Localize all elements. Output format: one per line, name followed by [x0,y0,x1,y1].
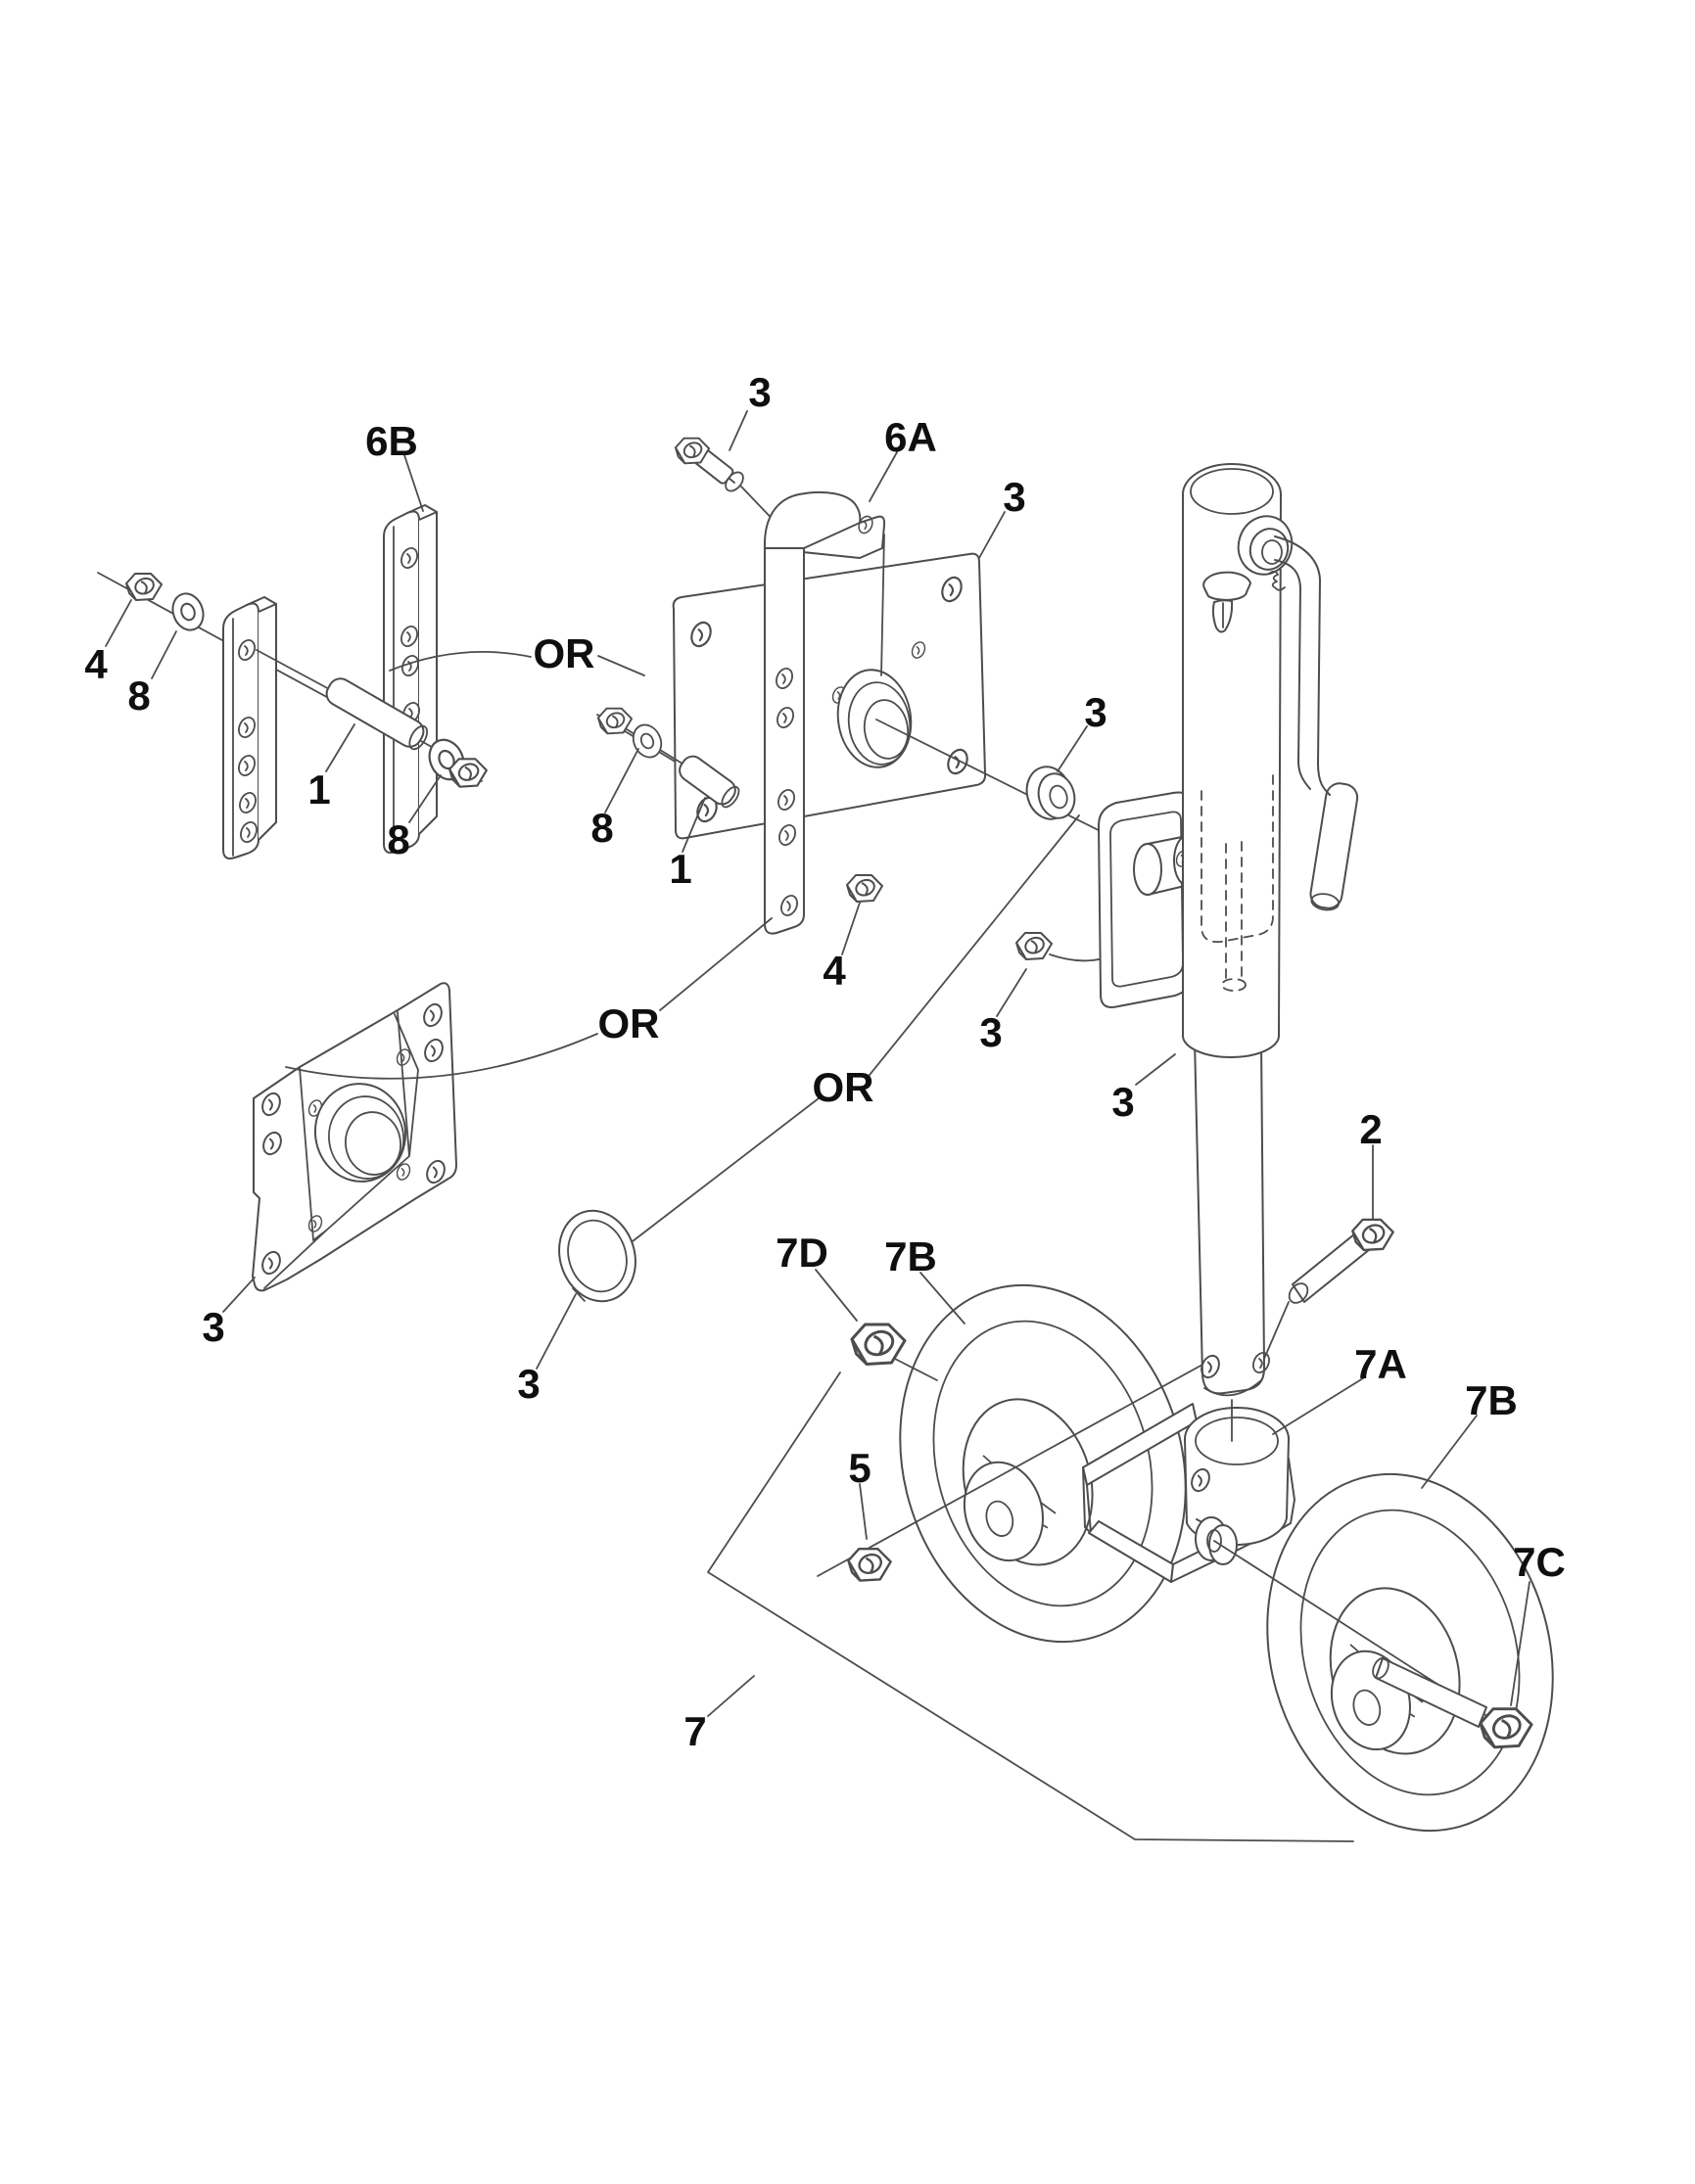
callout-7B-right: 7B [1465,1377,1518,1423]
assembly-boundary-7 [707,1371,1354,1842]
nut-5 [847,1547,892,1582]
jack-inner-tube [1194,1039,1274,1397]
callout-8-left: 8 [127,673,150,719]
jack-outer-tube [1182,463,1282,1058]
callout-7A: 7A [1354,1341,1407,1387]
callout-3-bolt-top: 3 [748,369,771,415]
callout-3-swivel: 3 [202,1304,224,1350]
bracket-strap-6a [763,490,886,935]
wheel-right-7b [1266,1472,1554,1833]
bolt-2 [1288,1218,1394,1304]
nut-7d [850,1323,907,1366]
crank-bearing-collar [1237,515,1294,576]
bolt-3-top [674,437,744,492]
callout-or-top: OR [534,630,595,676]
callout-8-mid: 8 [590,805,613,851]
nut-3-jack [1015,932,1053,960]
bolt-head-8-left [448,758,488,788]
o-ring [558,1209,636,1303]
callout-4-mid: 4 [823,948,846,994]
callout-8-left2: 8 [387,816,409,862]
callout-3-plate-mid: 3 [1003,474,1025,520]
callout-labels: 3 6A 3 6B 4 8 1 8 OR 8 1 4 3 3 3 2 OR OR… [84,369,1566,1754]
channel-bracket-left [222,596,277,860]
callout-1-mid: 1 [669,846,691,892]
axle-bolt-7c [1372,1656,1533,1749]
crank-handle [1274,535,1359,911]
callout-or-left: OR [598,1000,660,1046]
pull-pin [1202,571,1251,633]
callout-3-nut: 3 [979,1009,1002,1055]
callout-3-oring: 3 [517,1361,540,1407]
mount-plate-middle [672,552,987,840]
callout-3-washer: 3 [1084,689,1106,735]
callout-5: 5 [848,1445,871,1491]
callout-7B-left: 7B [884,1233,937,1279]
callout-4-left: 4 [84,641,108,687]
callout-7D: 7D [776,1230,828,1276]
washer-8-left [166,588,210,635]
bolt-8-middle [596,707,686,767]
wheel-clamp-7a [1082,1399,1295,1583]
callout-2: 2 [1359,1106,1382,1152]
pin-spring [1268,570,1286,591]
swivel-plate [252,982,457,1292]
channel-bracket-6b [383,504,438,854]
pin-1-middle [679,755,740,809]
nut-4-middle [846,874,883,903]
callout-1-left: 1 [307,767,330,813]
callout-7: 7 [683,1708,706,1754]
callout-7C: 7C [1513,1539,1566,1585]
callout-6A: 6A [884,414,937,460]
callout-6B: 6B [365,418,418,464]
washer-3-jack [1025,766,1076,820]
leader-lines [105,410,1530,1717]
wheel-left-7b [899,1283,1187,1644]
nut-4-left [125,573,163,601]
callout-3-tube: 3 [1111,1079,1134,1125]
hidden-u-bolt [1201,774,1274,944]
callout-or-mid: OR [813,1064,874,1110]
